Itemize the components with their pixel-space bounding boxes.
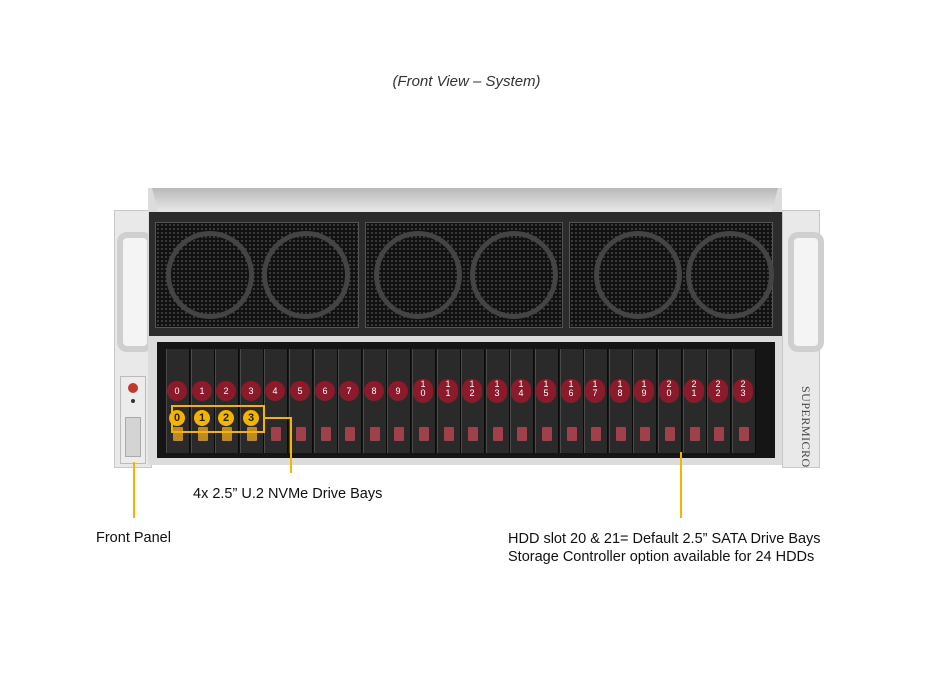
drive-release-tab[interactable] — [493, 427, 503, 441]
fan-icon — [470, 231, 558, 319]
fan-icon — [166, 231, 254, 319]
drive-bay-7[interactable] — [338, 349, 362, 453]
front-panel-leader-line — [133, 462, 135, 518]
drive-release-tab[interactable] — [616, 427, 626, 441]
slot-label-8: 8 — [364, 381, 384, 401]
chassis-top — [152, 188, 778, 212]
fan-module-1 — [155, 222, 359, 328]
nvme-highlight-box — [171, 405, 265, 433]
drive-bay-0[interactable] — [166, 349, 190, 453]
drive-release-tab[interactable] — [394, 427, 404, 441]
drive-bay-4[interactable] — [264, 349, 288, 453]
diagram-title: (Front View – System) — [392, 73, 541, 90]
fan-icon — [262, 231, 350, 319]
fan-module-2 — [365, 222, 563, 328]
drive-bay-2[interactable] — [215, 349, 239, 453]
drive-release-tab[interactable] — [370, 427, 380, 441]
drive-release-tab[interactable] — [665, 427, 675, 441]
hdd-leader-line — [680, 452, 682, 518]
drive-release-tab[interactable] — [690, 427, 700, 441]
nvme-bay-label-1: 1 — [194, 410, 210, 426]
drive-release-tab[interactable] — [198, 427, 208, 441]
drive-bay-8[interactable] — [363, 349, 387, 453]
drive-release-tab[interactable] — [714, 427, 724, 441]
fan-module-3 — [569, 222, 774, 328]
slot-label-0: 0 — [167, 381, 187, 401]
nvme-bay-label-2: 2 — [218, 410, 234, 426]
front-control-panel — [120, 376, 146, 464]
drive-release-tab[interactable] — [321, 427, 331, 441]
drive-release-tab[interactable] — [567, 427, 577, 441]
drive-release-tab[interactable] — [591, 427, 601, 441]
slot-label-6: 6 — [315, 381, 335, 401]
power-button-icon — [128, 383, 138, 393]
drive-bay-6[interactable] — [314, 349, 338, 453]
slot-label-9: 9 — [388, 381, 408, 401]
drive-release-tab[interactable] — [419, 427, 429, 441]
fan-icon — [374, 231, 462, 319]
drive-bay-5[interactable] — [289, 349, 313, 453]
drive-bay-3[interactable] — [240, 349, 264, 453]
nvme-caption: 4x 2.5” U.2 NVMe Drive Bays — [193, 486, 383, 502]
status-led-panel — [125, 417, 141, 457]
drive-release-tab[interactable] — [542, 427, 552, 441]
hdd-caption-line-1: HDD slot 20 & 21= Default 2.5” SATA Driv… — [508, 531, 821, 547]
fan-bay — [149, 212, 782, 336]
drive-release-tab[interactable] — [247, 427, 257, 441]
slot-label-7: 7 — [339, 381, 359, 401]
slot-label-5: 5 — [290, 381, 310, 401]
drive-release-tab[interactable] — [173, 427, 183, 441]
fan-icon — [686, 231, 774, 319]
drive-release-tab[interactable] — [517, 427, 527, 441]
nvme-bay-label-3: 3 — [243, 410, 259, 426]
drive-release-tab[interactable] — [640, 427, 650, 441]
slot-label-3: 3 — [241, 381, 261, 401]
front-panel-caption: Front Panel — [96, 530, 171, 546]
nvme-leader-line — [290, 417, 292, 473]
nvme-bay-label-0: 0 — [169, 410, 185, 426]
drive-release-tab[interactable] — [296, 427, 306, 441]
nvme-leader-line — [265, 417, 291, 419]
fan-icon — [594, 231, 682, 319]
slot-label-4: 4 — [265, 381, 285, 401]
slot-label-1: 1 — [192, 381, 212, 401]
drive-release-tab[interactable] — [739, 427, 749, 441]
drive-release-tab[interactable] — [222, 427, 232, 441]
drive-release-tab[interactable] — [271, 427, 281, 441]
brand-logo: SUPERMICRO — [799, 386, 813, 468]
drive-release-tab[interactable] — [468, 427, 478, 441]
drive-release-tab[interactable] — [444, 427, 454, 441]
drive-bay-1[interactable] — [191, 349, 215, 453]
drive-bay-9[interactable] — [387, 349, 411, 453]
led-icon — [131, 399, 135, 403]
slot-label-2: 2 — [216, 381, 236, 401]
hdd-caption-line-2: Storage Controller option available for … — [508, 549, 815, 565]
hdd-caption: HDD slot 20 & 21= Default 2.5” SATA Driv… — [508, 530, 821, 566]
right-handle — [788, 232, 824, 352]
drive-release-tab[interactable] — [345, 427, 355, 441]
